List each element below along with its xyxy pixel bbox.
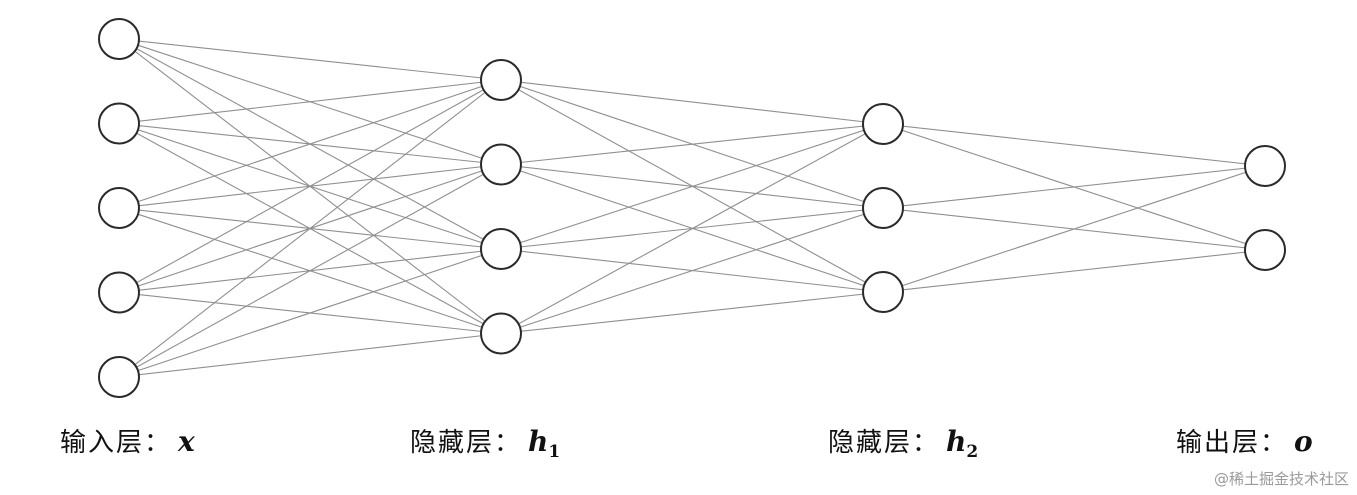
edge-hidden1-3-to-hidden2-1	[500, 207, 884, 335]
neurons	[98, 18, 1286, 398]
hidden2-neuron-3	[862, 271, 904, 313]
hidden2-neuron-1	[862, 103, 904, 145]
hidden-layer-2-label: 隐藏层：h2	[828, 420, 978, 464]
hidden1-neuron-1	[480, 59, 522, 101]
edge-input-1-to-hidden1-0	[118, 79, 502, 125]
input-neuron-5	[98, 356, 140, 398]
edge-hidden2-1-to-output-0	[882, 165, 1266, 209]
edge-hidden1-3-to-hidden2-2	[500, 291, 884, 335]
edge-input-0-to-hidden1-0	[118, 38, 502, 81]
input-neuron-2	[98, 102, 140, 145]
hidden-layer-1-name: 隐藏层：	[410, 428, 523, 458]
hidden-layer-1-symbol: h	[528, 425, 549, 458]
edge-input-2-to-hidden1-0	[118, 79, 502, 209]
edge-input-3-to-hidden1-0	[118, 79, 502, 293]
edge-input-4-to-hidden1-0	[118, 79, 502, 378]
edge-hidden1-2-to-hidden2-0	[500, 123, 884, 250]
output-neuron-1	[1244, 145, 1286, 187]
output-layer-label: 输出层：o	[1176, 420, 1313, 464]
input-neuron-1	[98, 18, 140, 60]
edge-hidden1-3-to-hidden2-0	[500, 123, 884, 334]
hidden-layer-1-subscript: 1	[548, 442, 561, 462]
hidden2-neuron-2	[862, 187, 904, 229]
output-neuron-2	[1244, 229, 1286, 271]
input-layer-label: 输入层：x	[60, 420, 195, 464]
connections	[118, 38, 1266, 378]
edge-input-4-to-hidden1-2	[118, 248, 502, 378]
hidden-layer-2-subscript: 2	[966, 442, 979, 462]
edge-hidden2-2-to-output-1	[882, 249, 1266, 293]
edge-input-4-to-hidden1-1	[118, 164, 502, 378]
output-layer-name: 输出层：	[1176, 428, 1289, 458]
edge-input-4-to-hidden1-3	[118, 332, 502, 378]
hidden-layer-2-symbol: h	[946, 425, 967, 458]
edge-hidden1-0-to-hidden2-0	[500, 79, 884, 125]
input-layer-name: 输入层：	[60, 428, 173, 458]
input-neuron-3	[98, 187, 140, 229]
watermark: @稀土掘金技术社区	[1213, 470, 1349, 488]
hidden-layer-1-label: 隐藏层：h1	[410, 420, 560, 464]
hidden-layer-2-name: 隐藏层：	[828, 428, 941, 458]
hidden1-neuron-4	[480, 312, 522, 355]
edge-hidden2-0-to-output-0	[882, 123, 1266, 167]
output-layer-symbol: o	[1294, 425, 1313, 458]
hidden1-neuron-3	[480, 228, 522, 270]
hidden1-neuron-2	[480, 143, 522, 186]
edge-hidden1-1-to-hidden2-0	[500, 123, 884, 166]
input-neuron-4	[98, 271, 140, 314]
input-layer-symbol: x	[178, 425, 195, 458]
edge-hidden2-2-to-output-0	[882, 165, 1266, 293]
